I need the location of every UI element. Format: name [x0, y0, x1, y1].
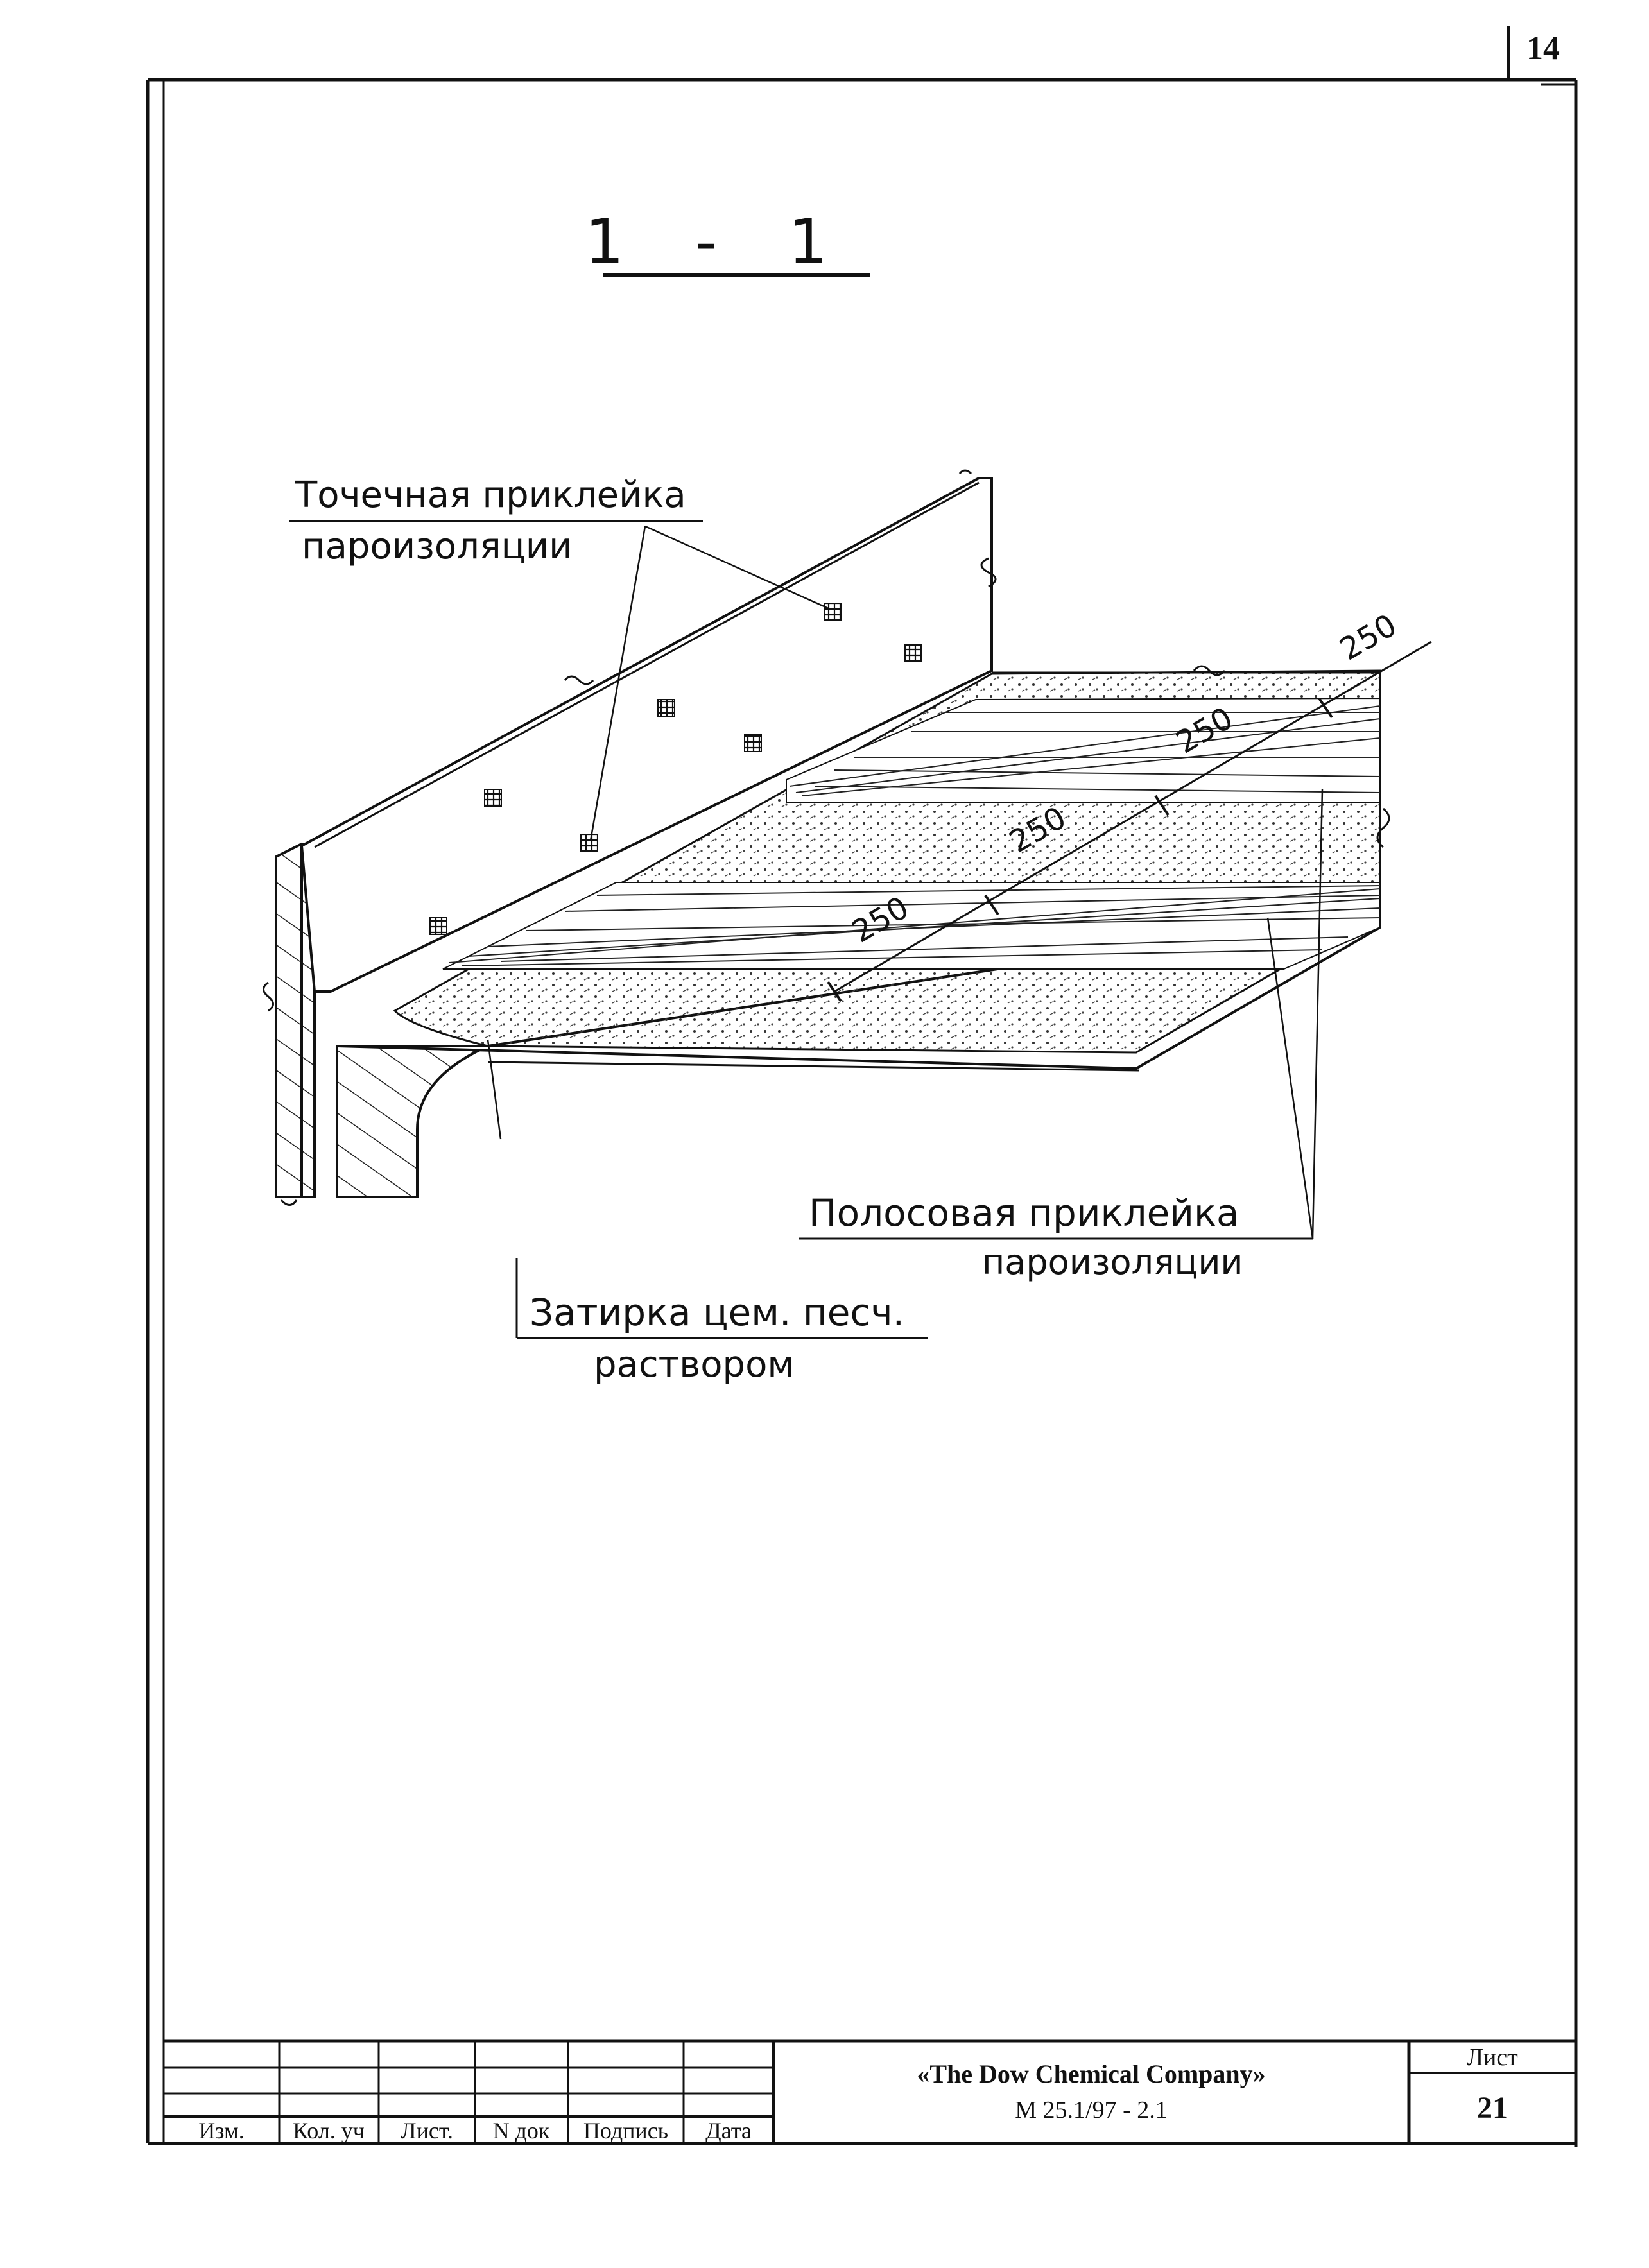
glue-spot [824, 603, 842, 621]
glue-spot [744, 734, 762, 752]
point-gluing-line1: Точечная приклейка [295, 474, 686, 516]
point-gluing-line2: пароизоляции [302, 526, 573, 567]
vertical-vapor-barrier [300, 469, 997, 993]
floor-slab [336, 665, 1390, 1198]
label-point-gluing: Точечная приклейка пароизоляции [289, 474, 832, 841]
plaster-line2: раствором [594, 1344, 795, 1386]
strip-gluing-line1: Полосовая приклейка [809, 1191, 1239, 1235]
glue-spot [904, 644, 922, 662]
sheet-number: 21 [1477, 2091, 1508, 2125]
title-block: Изм. Кол. уч Лист. N док Подпись Дата «T… [164, 2039, 1576, 2143]
label-strip-gluing: Полосовая приклейка пароизоляции [799, 789, 1324, 1282]
col-kol-uch: Кол. уч [293, 2118, 365, 2143]
col-izm: Изм. [198, 2118, 245, 2143]
plaster-line1: Затирка цем. песч. [530, 1291, 904, 1334]
col-podpis: Подпись [583, 2118, 668, 2143]
label-plaster: Затирка цем. песч. раствором [487, 1039, 928, 1386]
glue-spot [429, 917, 447, 935]
sheet-label: Лист [1467, 2044, 1518, 2071]
dimension-label: 250 [1334, 607, 1403, 667]
company-name: «The Dow Chemical Company» [917, 2059, 1265, 2088]
col-list: Лист. [401, 2118, 453, 2143]
strip-gluing-line2: пароизоляции [982, 1242, 1243, 1282]
col-data: Дата [705, 2118, 752, 2143]
glue-spot [484, 789, 502, 807]
glue-spot [580, 834, 598, 852]
corner-sheet-mark: 14 [1526, 30, 1560, 67]
section-title-group: 1 - 1 [585, 206, 870, 278]
col-n-dok: N док [493, 2118, 550, 2143]
glue-spot [657, 699, 675, 717]
wall-section [263, 842, 316, 1206]
section-title: 1 - 1 [585, 206, 853, 278]
document-code: М 25.1/97 - 2.1 [1015, 2097, 1168, 2124]
drawing-frame [146, 26, 1578, 2147]
